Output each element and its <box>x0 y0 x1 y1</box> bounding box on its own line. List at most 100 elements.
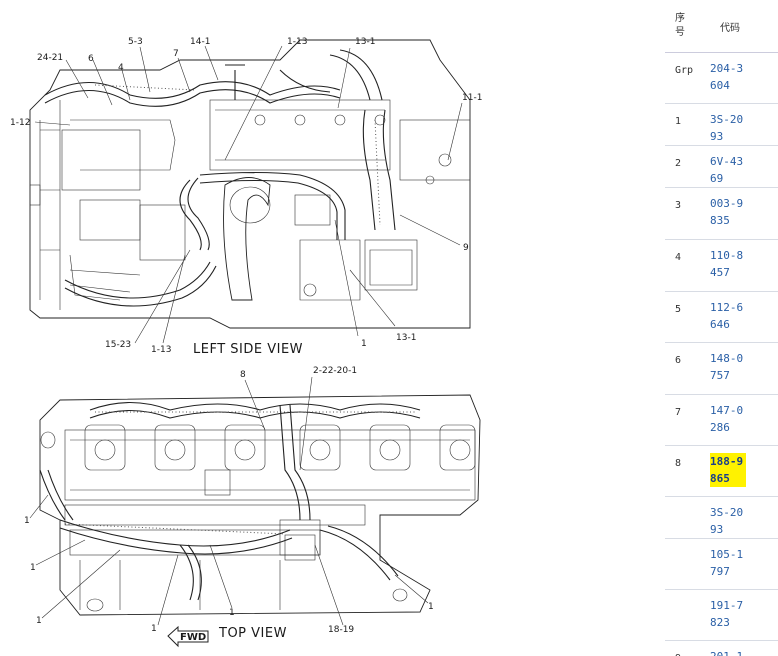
row-seq-text: 7 <box>675 407 682 418</box>
callout-1-b: 1 <box>30 563 36 573</box>
part-code-link[interactable]: 201-1283 <box>710 648 746 656</box>
row-code: 201-1283 <box>710 640 778 656</box>
callout-2-22-20-1: 2-22-20-1 <box>313 366 357 376</box>
table-row: 105-1797( <box>665 538 778 590</box>
row-seq-text: Grp <box>675 65 694 76</box>
row-seq-text: 6 <box>675 355 682 366</box>
part-code-link[interactable]: 188-9865 <box>710 453 746 487</box>
row-seq: 5 <box>665 291 710 343</box>
row-seq: 1 <box>665 103 710 146</box>
part-code-link[interactable]: 204-3604 <box>710 62 744 92</box>
row-seq: Grp <box>665 52 710 104</box>
callout-5-3: 5-3 <box>128 37 143 47</box>
callout-14-1: 14-1 <box>190 37 210 47</box>
row-code: 6V-4369 <box>710 145 778 188</box>
callout-11-1: 11-1 <box>462 93 482 103</box>
row-seq <box>665 496 710 539</box>
fwd-arrow-icon <box>167 625 209 648</box>
row-seq-text: 9 <box>675 641 681 656</box>
row-seq: 9 <box>665 640 710 656</box>
callout-1-d: 1 <box>151 624 157 634</box>
parts-table-body: Grp204-3604(13S-2093(26V-4369技3003-9835(… <box>665 52 778 656</box>
row-code-wrap: 3S-2093 <box>710 104 778 145</box>
callout-1-e: 1 <box>229 608 235 618</box>
part-code-link[interactable]: 3S-2093 <box>710 113 744 143</box>
header-code: 代码 <box>710 0 778 53</box>
part-code-link[interactable]: 148-0757 <box>710 352 744 382</box>
callout-13-1-top: 13-1 <box>355 37 375 47</box>
row-seq-text: 5 <box>675 304 682 315</box>
row-code: 191-7823 <box>710 589 778 641</box>
top-view-title: TOP VIEW <box>218 626 287 641</box>
table-row: 26V-4369技 <box>665 145 778 188</box>
row-code: 003-9835 <box>710 187 778 240</box>
row-code-wrap: 204-3604 <box>710 53 778 94</box>
row-code: 112-6646 <box>710 291 778 343</box>
row-seq <box>665 538 710 590</box>
part-code-link[interactable]: 003-9835 <box>710 197 744 227</box>
row-seq: 3 <box>665 187 710 240</box>
part-code-link[interactable]: 105-1797 <box>710 548 744 578</box>
row-code-wrap: 191-7823 <box>710 590 778 631</box>
left-side-view-drawing: 24-21 6 5-3 4 7 14-1 1-13 13-1 11-1 1-12… <box>10 37 482 357</box>
callout-1: 1 <box>361 339 367 349</box>
row-seq: 7 <box>665 394 710 446</box>
part-code-link[interactable]: 112-6646 <box>710 301 744 331</box>
callout-7: 7 <box>173 49 179 59</box>
row-code-wrap: 201-1283 <box>710 641 778 656</box>
row-seq-text: 4 <box>675 252 682 263</box>
callout-1-f: 1 <box>428 602 434 612</box>
part-code-link[interactable]: 3S-2093 <box>710 506 744 536</box>
table-row: 9201-1283扌 <box>665 640 778 656</box>
row-seq-text: 1 <box>675 116 682 127</box>
callout-6: 6 <box>88 54 94 64</box>
callout-13-1-bottom: 13-1 <box>396 333 416 343</box>
callout-24-21: 24-21 <box>37 53 63 63</box>
header-seq: 序 号 <box>665 0 710 53</box>
row-code: 147-0286 <box>710 394 778 446</box>
part-code-link[interactable]: 147-0286 <box>710 404 744 434</box>
table-row: 3S-2093 <box>665 496 778 539</box>
callout-18-19: 18-19 <box>328 625 354 635</box>
parts-list-panel: 序 号 代码 名 Grp204-3604(13S-2093(26V-4369技3… <box>665 0 778 656</box>
callout-1-12: 1-12 <box>10 118 30 128</box>
left-side-view-title: LEFT SIDE VIEW <box>193 342 303 357</box>
row-seq: 2 <box>665 145 710 188</box>
row-code-wrap: 6V-4369 <box>710 146 778 187</box>
callout-1-13-top: 1-13 <box>287 37 307 47</box>
callout-15-23: 15-23 <box>105 340 131 350</box>
callout-1-13-bottom: 1-13 <box>151 345 171 355</box>
row-code: 105-1797 <box>710 538 778 590</box>
row-seq-text: 2 <box>675 158 682 169</box>
row-seq: 8 <box>665 445 710 497</box>
part-code-link[interactable]: 110-8457 <box>710 249 744 279</box>
row-code: 204-3604 <box>710 52 778 104</box>
row-code-wrap: 3S-2093 <box>710 497 778 538</box>
fwd-label: FWD <box>180 632 206 643</box>
row-code-wrap: 148-0757 <box>710 343 778 384</box>
row-code: 3S-2093 <box>710 496 778 539</box>
row-code-wrap: 112-6646 <box>710 292 778 333</box>
callout-1-c: 1 <box>36 616 42 626</box>
row-seq: 4 <box>665 239 710 292</box>
row-code-wrap: 110-8457 <box>710 240 778 281</box>
parts-table-header: 序 号 代码 名 <box>665 0 778 53</box>
row-code: 110-8457 <box>710 239 778 292</box>
row-code-wrap: 188-9865 <box>710 446 778 487</box>
row-seq: 6 <box>665 342 710 395</box>
table-row: 191-7823扌 <box>665 589 778 641</box>
callout-1-a: 1 <box>24 516 30 526</box>
table-row: 13S-2093( <box>665 103 778 146</box>
row-seq-text: 8 <box>675 458 682 469</box>
top-view-drawing: 8 2-22-20-1 1 1 1 1 1 1 18-19 FWD TOP VI… <box>24 366 481 648</box>
callout-4: 4 <box>118 63 124 73</box>
part-code-link[interactable]: 6V-4369 <box>710 155 744 185</box>
callout-9: 9 <box>463 243 469 253</box>
part-code-link[interactable]: 191-7823 <box>710 599 744 629</box>
row-code: 3S-2093 <box>710 103 778 146</box>
